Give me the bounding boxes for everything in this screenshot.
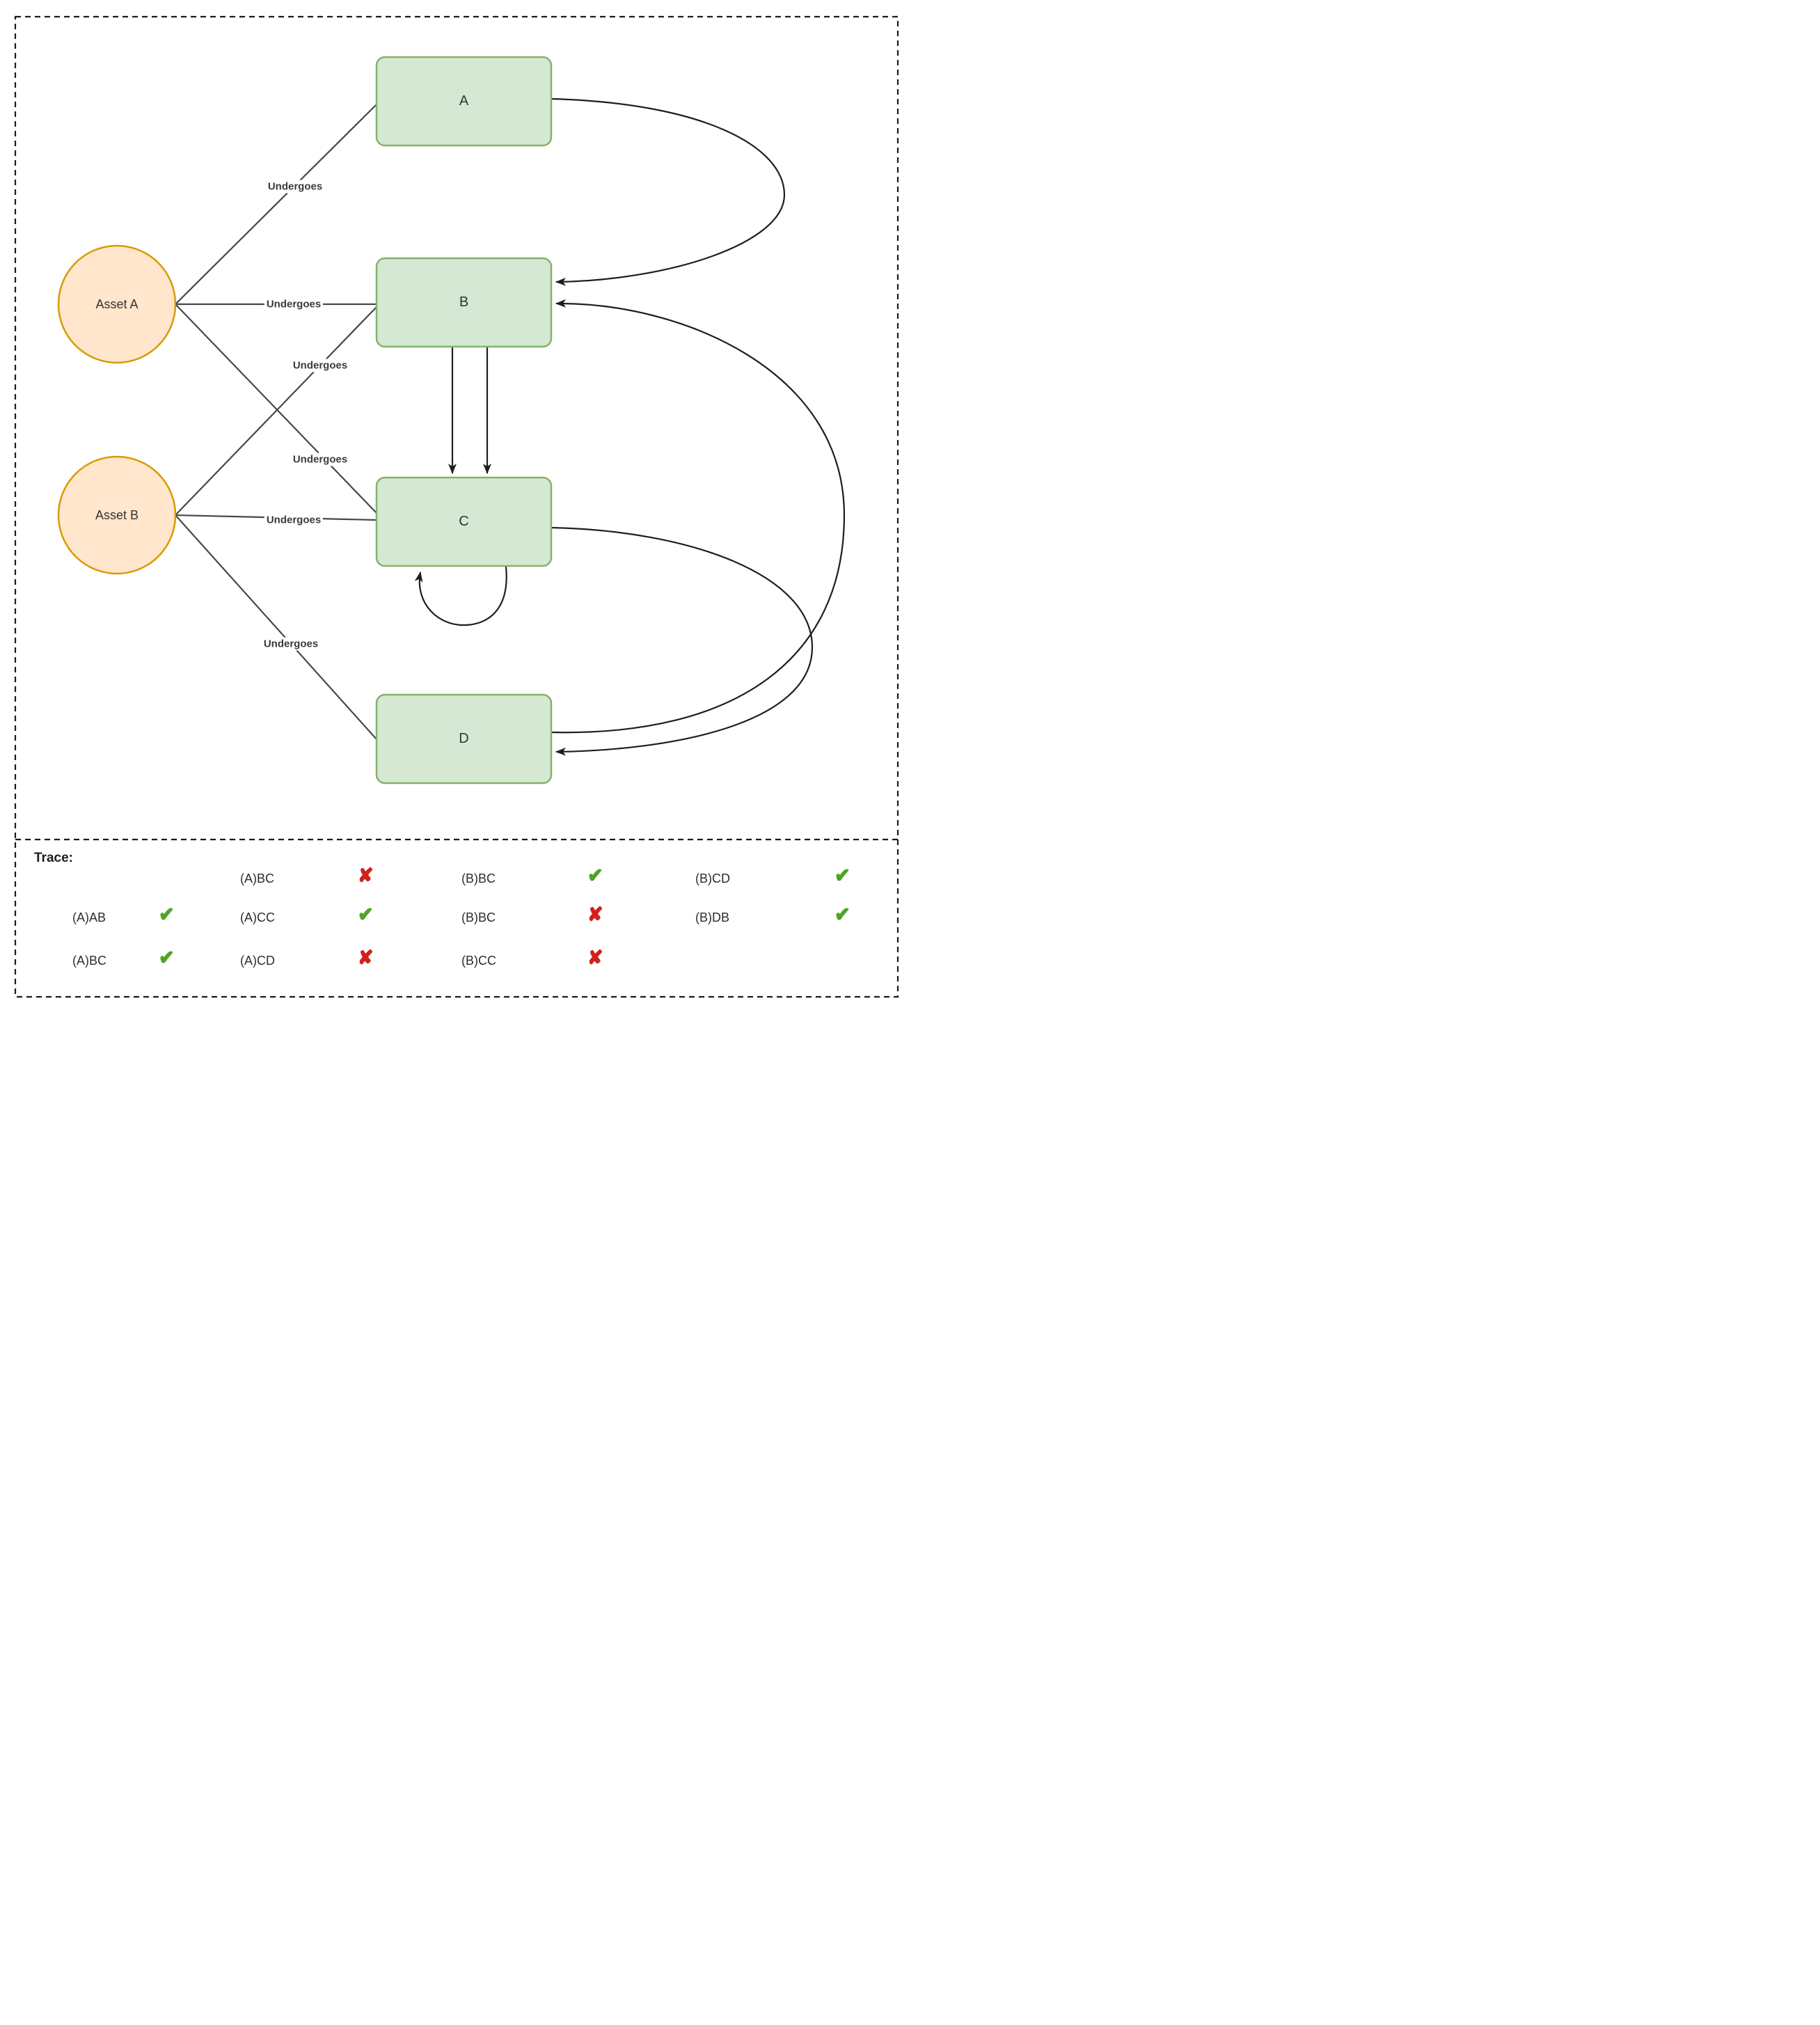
node-b-label: B — [459, 294, 469, 310]
pass-icon: ✔ — [587, 865, 603, 885]
edge-asset-b-to-b — [175, 306, 377, 516]
node-b-box — [375, 257, 553, 348]
pass-icon: ✔ — [358, 904, 374, 924]
edge-label-undergoes-aa: Undergoes — [265, 180, 325, 194]
pass-icon: ✔ — [159, 947, 175, 968]
diagram-page: A B C D Asset A Asset B Undergoes Underg… — [0, 0, 910, 1013]
edge-label-undergoes-ab: Undergoes — [264, 297, 324, 311]
node-c-label: C — [459, 514, 469, 529]
trace-item-label: (A)CD — [240, 954, 275, 968]
asset-b-circle — [57, 455, 177, 575]
node-a-box — [375, 56, 553, 147]
arrow-d-to-b — [551, 299, 846, 734]
trace-item-label: (B)CC — [461, 954, 496, 968]
fail-icon: ✘ — [358, 865, 374, 885]
arrow-c-to-d — [551, 526, 814, 756]
diagram-canvas — [14, 15, 899, 998]
trace-item-label: (A)BC — [240, 872, 274, 885]
node-d-box — [375, 693, 553, 785]
edge-asset-a-to-a — [175, 104, 377, 305]
fail-icon: ✘ — [358, 947, 374, 968]
fail-icon: ✘ — [587, 947, 603, 968]
asset-b-label: Asset B — [95, 507, 139, 522]
pass-icon: ✔ — [159, 904, 175, 924]
pass-icon: ✔ — [834, 904, 850, 924]
arrow-c-self-loop — [414, 566, 507, 627]
trace-item-label: (B)CD — [695, 872, 730, 885]
fail-icon: ✘ — [587, 904, 603, 924]
edge-label-undergoes-ac: Undergoes — [290, 452, 350, 466]
pass-icon: ✔ — [834, 865, 850, 885]
node-a-label: A — [459, 93, 469, 109]
edge-label-undergoes-bd: Undergoes — [261, 637, 321, 651]
trace-item-label: (B)BC — [461, 872, 496, 885]
trace-item-label: (B)BC — [461, 911, 496, 924]
edge-label-undergoes-bb: Undergoes — [290, 358, 350, 372]
trace-title: Trace: — [34, 851, 73, 865]
asset-a-label: Asset A — [95, 297, 139, 311]
outer-dashed-border — [14, 15, 899, 998]
arrow-a-to-b — [551, 97, 786, 286]
trace-item-label: (B)DB — [695, 911, 729, 924]
node-d-label: D — [459, 731, 469, 746]
asset-a-circle — [57, 244, 177, 364]
edge-label-undergoes-bc: Undergoes — [264, 513, 324, 527]
node-c-box — [375, 476, 553, 567]
trace-item-label: (A)AB — [72, 911, 106, 924]
trace-item-label: (A)BC — [72, 954, 106, 968]
trace-item-label: (A)CC — [240, 911, 275, 924]
edge-asset-b-to-d — [175, 514, 377, 740]
edge-asset-a-to-c — [175, 304, 377, 514]
